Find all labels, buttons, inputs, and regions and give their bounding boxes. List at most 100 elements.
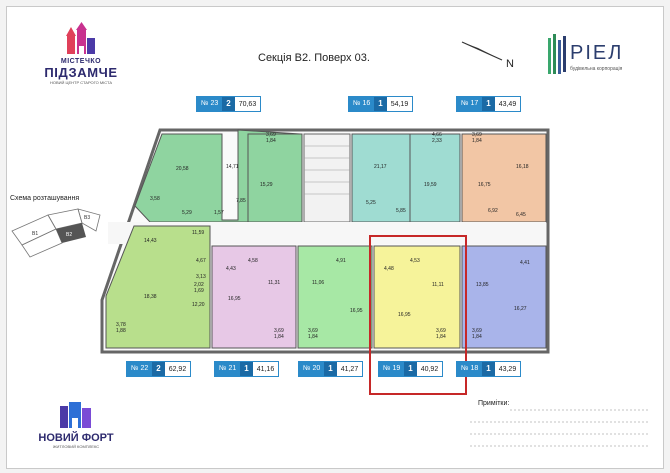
notes-label: Примітки: (478, 400, 510, 407)
room-label: 12,20 (192, 302, 205, 308)
brand-misteczko-pidzamche: МІСТЕЧКО ПІДЗАМЧЕ НОВИЙ ЦЕНТР СТАРОГО МІ… (36, 22, 126, 85)
apt-area: 70,63 (238, 100, 257, 108)
apt-area: 41,16 (256, 365, 275, 373)
fort-logo-icon (60, 402, 91, 428)
room-label: 4,66 (432, 132, 442, 138)
compass-north-label: N (506, 58, 514, 70)
corridor (108, 222, 546, 244)
apt-badge-21[interactable]: № 21 1 41,16 (214, 361, 280, 377)
apt-area: 41,27 (340, 365, 359, 373)
location-scheme-label: Схема розташування (10, 195, 80, 202)
apt-area: 62,92 (168, 365, 187, 373)
room-label: 3,69 (308, 328, 318, 334)
scheme-label-1: В1 (32, 231, 38, 237)
apt-badge-17[interactable]: № 17 1 43,49 (456, 96, 522, 112)
scheme-label-2: В2 (66, 232, 72, 238)
brand-line-2: ПІДЗАМЧЕ (44, 65, 118, 80)
apt-number: № 17 (457, 97, 483, 111)
room-label: 6,92 (488, 208, 498, 214)
room-label: 3,69 (472, 132, 482, 138)
room-label: 1,84 (274, 334, 284, 340)
room-label: 14,43 (144, 238, 157, 244)
apt-number: № 21 (215, 362, 241, 376)
room-label: 16,95 (398, 312, 411, 318)
north-arrow-icon (461, 41, 503, 61)
room-label: 11,06 (312, 280, 324, 286)
apt-17-area (461, 133, 547, 223)
room-label: 19,59 (424, 182, 437, 188)
room-label: 1,69 (194, 288, 204, 294)
apt-19-area (373, 245, 461, 349)
room-label: 4,53 (410, 258, 420, 264)
room-label: 16,95 (350, 308, 363, 314)
brand-line-1: МІСТЕЧКО (60, 58, 102, 65)
apt-badge-22[interactable]: № 22 2 62,92 (126, 361, 192, 377)
apt-23-area-b (247, 133, 303, 223)
apt-rooms: 1 (240, 362, 253, 376)
room-label: 3,69 (274, 328, 284, 334)
apt-rooms: 1 (404, 362, 417, 376)
room-label: 16,75 (478, 182, 491, 188)
room-label: 20,58 (176, 166, 189, 172)
apt-number: № 22 (127, 362, 153, 376)
room-label: 3,69 (472, 328, 482, 334)
apt-rooms: 2 (222, 97, 235, 111)
apt-rooms: 1 (482, 97, 495, 111)
apt-area: 43,29 (498, 365, 517, 373)
apt-area: 40,92 (420, 365, 439, 373)
brand-piela: РІЕЛ будівельна корпорація (548, 34, 622, 83)
apt-number: № 20 (299, 362, 325, 376)
scheme-label-3: В3 (84, 215, 90, 221)
apt-number: № 18 (457, 362, 483, 376)
apt-badge-23[interactable]: № 23 2 70,63 (196, 96, 262, 112)
piela-sub: будівельна корпорація (570, 66, 623, 72)
page-title: Секція В2. Поверх 03. (258, 52, 370, 64)
room-label: 5,85 (396, 208, 406, 214)
room-label: 1,57 (214, 210, 224, 216)
apt-badge-19[interactable]: № 19 1 40,92 (378, 361, 444, 377)
apt-badge-20[interactable]: № 20 1 41,27 (298, 361, 364, 377)
room-label: 5,25 (366, 200, 376, 206)
room-label: 3,78 (116, 322, 126, 328)
room-label: 21,17 (374, 164, 387, 170)
apt-16-area-b (409, 133, 461, 223)
apt-18-area (461, 245, 547, 349)
room-label: 18,38 (144, 294, 157, 300)
room-label: 14,71 (226, 164, 239, 170)
room-label: 4,67 (196, 258, 206, 264)
room-label: 7,85 (236, 198, 246, 204)
apt-rooms: 1 (324, 362, 337, 376)
location-scheme: В1 В2 В3 (11, 208, 101, 258)
room-label: 16,18 (516, 164, 529, 170)
apt-20-area (297, 245, 373, 349)
room-label: 3,13 (196, 274, 206, 280)
apt-area: 43,49 (498, 100, 517, 108)
room-label: 11,11 (432, 282, 444, 288)
compass: N (458, 36, 514, 70)
apt-19-highlight (369, 235, 467, 395)
room-label: 1,84 (472, 138, 482, 144)
apt-area: 54,19 (390, 100, 409, 108)
room-label: 3,58 (150, 196, 160, 202)
room-label: 1,84 (266, 138, 276, 144)
apt-rooms: 1 (482, 362, 495, 376)
brand-novyi-fort: НОВИЙ ФОРТ ЖИТЛОВИЙ КОМПЛЕКС (26, 400, 126, 449)
apt-rooms: 1 (374, 97, 387, 111)
apt-badge-18[interactable]: № 18 1 43,29 (456, 361, 522, 377)
apt-number: № 23 (197, 97, 223, 111)
apt-21-area (211, 245, 297, 349)
room-label: 2,02 (194, 282, 204, 288)
room-label: 4,41 (520, 260, 530, 266)
room-label: 6,45 (516, 212, 526, 218)
stair-core (303, 133, 351, 223)
piela-logo-icon (548, 34, 566, 74)
castle-logo-icon (66, 22, 95, 54)
room-label: 4,43 (226, 266, 236, 272)
room-label: 3,69 (436, 328, 446, 334)
apt-badge-16[interactable]: № 16 1 54,19 (348, 96, 414, 112)
fort-line-1: НОВИЙ ФОРТ (38, 432, 114, 444)
room-label: 15,29 (260, 182, 273, 188)
apt-number: № 16 (349, 97, 375, 111)
apt-rooms: 2 (152, 362, 165, 376)
room-label: 5,29 (182, 210, 192, 216)
